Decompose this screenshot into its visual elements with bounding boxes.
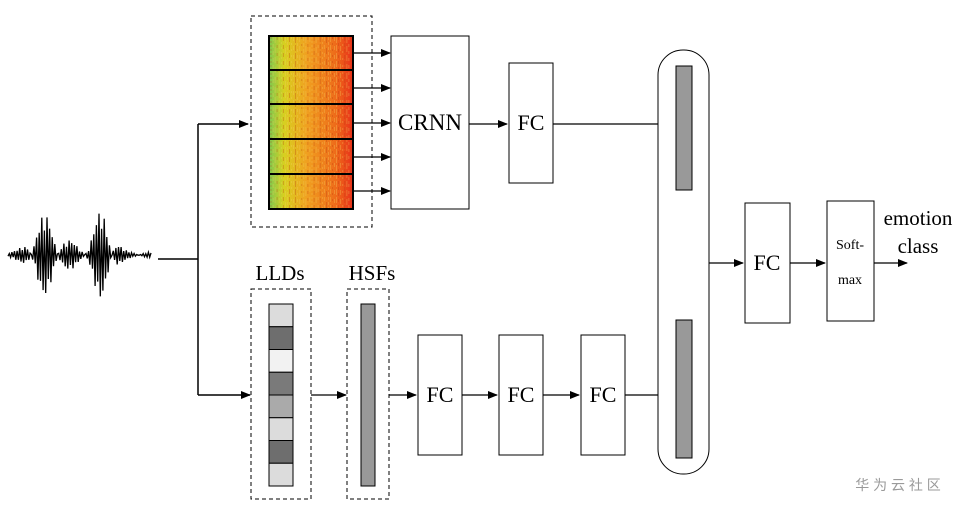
hsfs-label: HSFs [349,261,396,285]
output-label-line1: emotion [884,206,953,230]
input-split-connector [158,120,251,399]
concat-lower-feature-bar [675,319,693,459]
watermark: 华 为 云 社 区 [855,477,941,493]
llds-feature-vector [268,303,294,487]
fc-label: FC [590,382,617,407]
llds-group-border [250,288,312,500]
audio-waveform-icon [7,213,152,297]
llds-cell [268,326,294,350]
concat-upper-feature-bar [675,65,693,191]
fc-block-lower-2: FC [498,334,544,456]
llds-label: LLDs [256,261,305,285]
crnn-label: CRNN [398,110,462,135]
softmax-block: Soft- max [826,200,875,322]
llds-cell [268,462,294,487]
hsfs-group-border [346,288,390,500]
fc-block-lower-1: FC [417,334,463,456]
hsfs-feature-bar [360,303,376,487]
fc-block-final: FC [744,202,791,324]
fc-label: FC [518,110,545,135]
llds-cell [268,371,294,396]
fc-label: FC [754,250,781,275]
llds-cell [268,349,294,373]
llds-cell [268,394,294,419]
fc-block-lower-3: FC [580,334,626,456]
llds-cell [268,417,294,441]
fc-label: FC [427,382,454,407]
softmax-label-line2: max [838,273,862,288]
concatenation-block [657,49,710,475]
crnn-block: CRNN [390,35,470,210]
spectrogram-group-border [250,15,373,228]
fc-label: FC [508,382,535,407]
fc-block-upper: FC [508,62,554,184]
llds-cell [268,303,294,328]
spectrogram-to-crnn-arrows [353,49,391,195]
output-label-line2: class [898,234,939,258]
spectrogram-image [268,35,354,210]
softmax-label-line1: Soft- [836,238,864,253]
llds-cell [268,440,294,464]
